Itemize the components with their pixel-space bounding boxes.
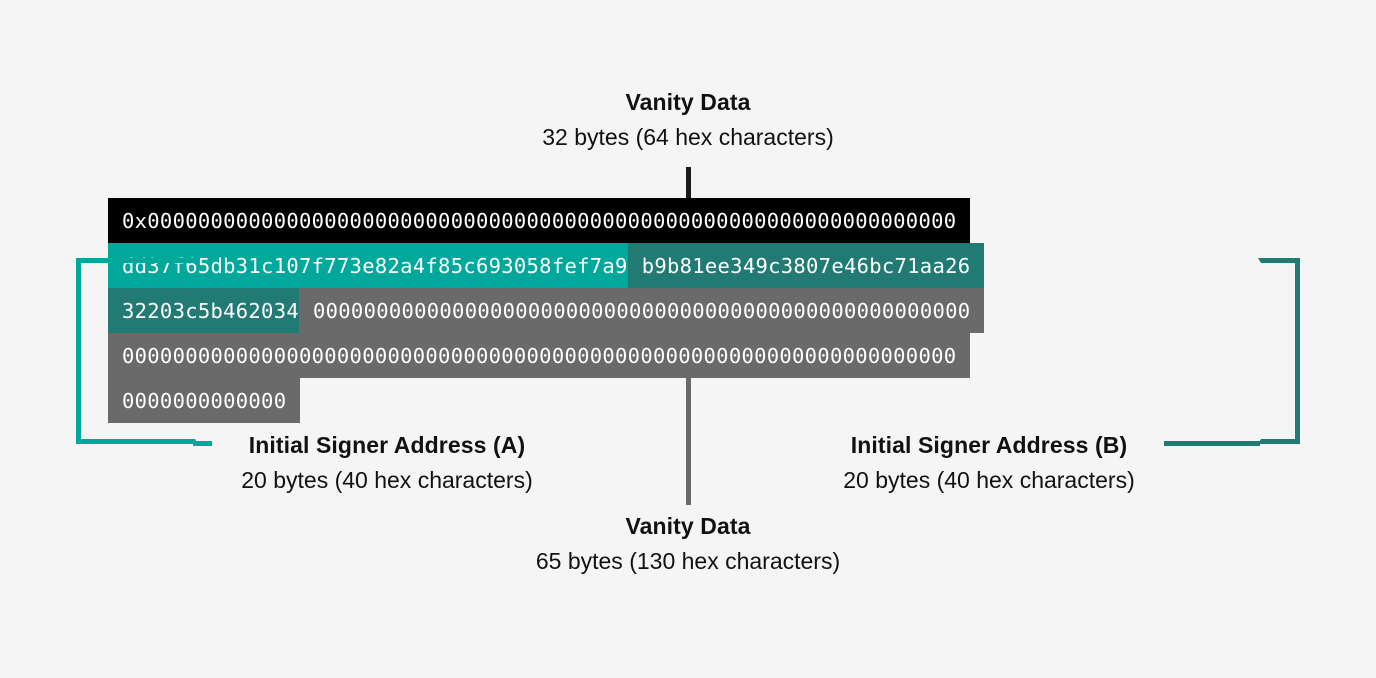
vanity-data-bottom-title: Vanity Data (625, 513, 751, 539)
hex-row: 0000000000000000000000000000000000000000… (108, 333, 1268, 378)
signer-a-title: Initial Signer Address (A) (248, 432, 526, 458)
vanity-data-top-subtitle: 32 bytes (64 hex characters) (542, 124, 834, 150)
bracket-signer-b-tail (1164, 441, 1260, 446)
signer-a-label: Initial Signer Address (A) 20 bytes (40 … (152, 431, 622, 495)
vanity-data-top-label: Vanity Data 32 bytes (64 hex characters) (388, 88, 988, 152)
hex-segment-signer-a: dd37f65db31c107f773e82a4f85c693058fef7a9 (108, 243, 628, 288)
bracket-signer-b (1258, 258, 1300, 444)
hex-segment-signer-b-part1: b9b81ee349c3807e46bc71aa26 (627, 243, 985, 288)
bracket-signer-a (76, 258, 198, 444)
hex-segment-padding-zeros: 0000000000000000000000000000000000000000… (108, 333, 971, 378)
connector-line-bottom (686, 368, 691, 505)
signer-b-title: Initial Signer Address (B) (850, 432, 1128, 458)
hex-data-block: 0x00000000000000000000000000000000000000… (108, 198, 1268, 423)
hex-segment-padding-zeros-tail: 0000000000000 (108, 378, 301, 423)
vanity-data-bottom-subtitle: 65 bytes (130 hex characters) (535, 548, 841, 574)
hex-row: 0x00000000000000000000000000000000000000… (108, 198, 1268, 243)
connector-line-top (686, 167, 691, 200)
hex-row: dd37f65db31c107f773e82a4f85c693058fef7a9… (108, 243, 1268, 288)
vanity-data-bottom-label: Vanity Data 65 bytes (130 hex characters… (388, 512, 988, 576)
hex-row: 0000000000000 (108, 378, 1268, 423)
hex-row: 32203c5b462034 0000000000000000000000000… (108, 288, 1268, 333)
hex-segment-padding-zeros: 0000000000000000000000000000000000000000… (299, 288, 985, 333)
signer-b-label: Initial Signer Address (B) 20 bytes (40 … (754, 431, 1224, 495)
signer-a-subtitle: 20 bytes (40 hex characters) (241, 467, 533, 493)
hex-segment-signer-b-part2: 32203c5b462034 (108, 288, 299, 333)
signer-b-subtitle: 20 bytes (40 hex characters) (843, 467, 1135, 493)
bracket-signer-a-tail (193, 441, 212, 446)
vanity-data-top-title: Vanity Data (625, 89, 751, 115)
hex-segment-prefix-zeros: 0x00000000000000000000000000000000000000… (108, 198, 971, 243)
